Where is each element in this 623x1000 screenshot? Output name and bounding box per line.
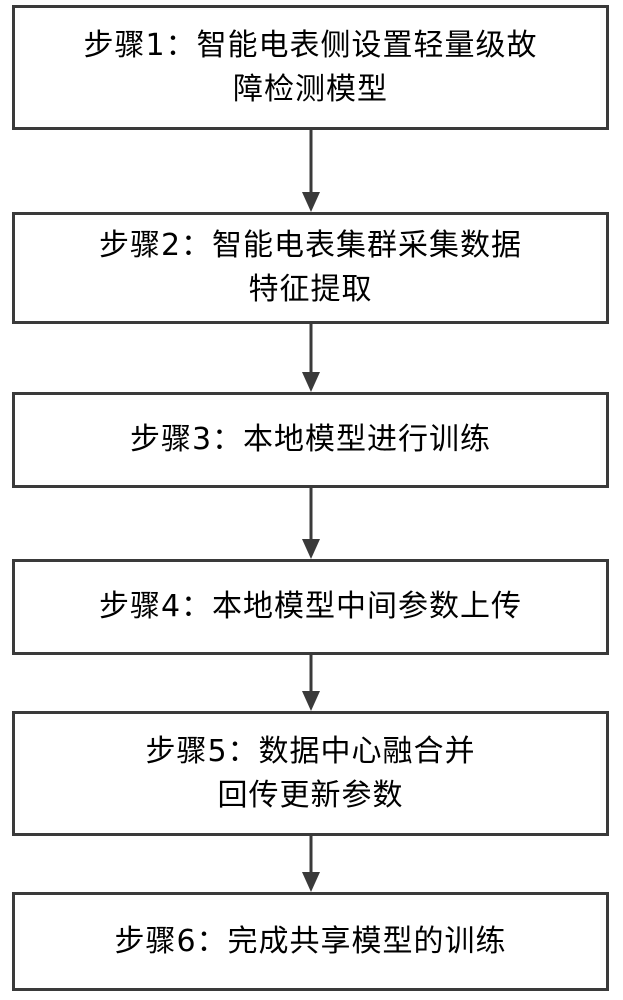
step-1-line-2: 障检测模型 (233, 71, 388, 107)
step-1-box: 步骤1：智能电表侧设置轻量级故 障检测模型 (12, 5, 609, 130)
arrow-2-to-3 (298, 324, 324, 392)
step-1-line-1: 步骤1：智能电表侧设置轻量级故 (83, 27, 538, 63)
step-2-line-2: 特征提取 (248, 272, 373, 307)
step-6-box: 步骤6：完成共享模型的训练 (12, 892, 609, 991)
step-2-line-1: 步骤2：智能电表集群采集数据 (98, 228, 523, 263)
step-4-box: 步骤4：本地模型中间参数上传 (12, 559, 609, 655)
step-3-box: 步骤3：本地模型进行训练 (12, 392, 609, 488)
arrow-1-to-2 (298, 130, 324, 212)
arrow-3-to-4 (298, 488, 324, 559)
arrow-4-to-5 (298, 655, 324, 711)
step-2-box: 步骤2：智能电表集群采集数据 特征提取 (12, 212, 609, 324)
arrow-5-to-6 (298, 836, 324, 892)
step-5-box: 步骤5：数据中心融合并 回传更新参数 (12, 711, 609, 836)
step-3-line-1: 步骤3：本地模型进行训练 (129, 422, 492, 457)
step-4-line-1: 步骤4：本地模型中间参数上传 (98, 589, 523, 624)
step-5-line-1: 步骤5：数据中心融合并 (145, 733, 476, 769)
step-5-line-2: 回传更新参数 (217, 777, 404, 813)
step-6-line-1: 步骤6：完成共享模型的训练 (114, 923, 507, 959)
